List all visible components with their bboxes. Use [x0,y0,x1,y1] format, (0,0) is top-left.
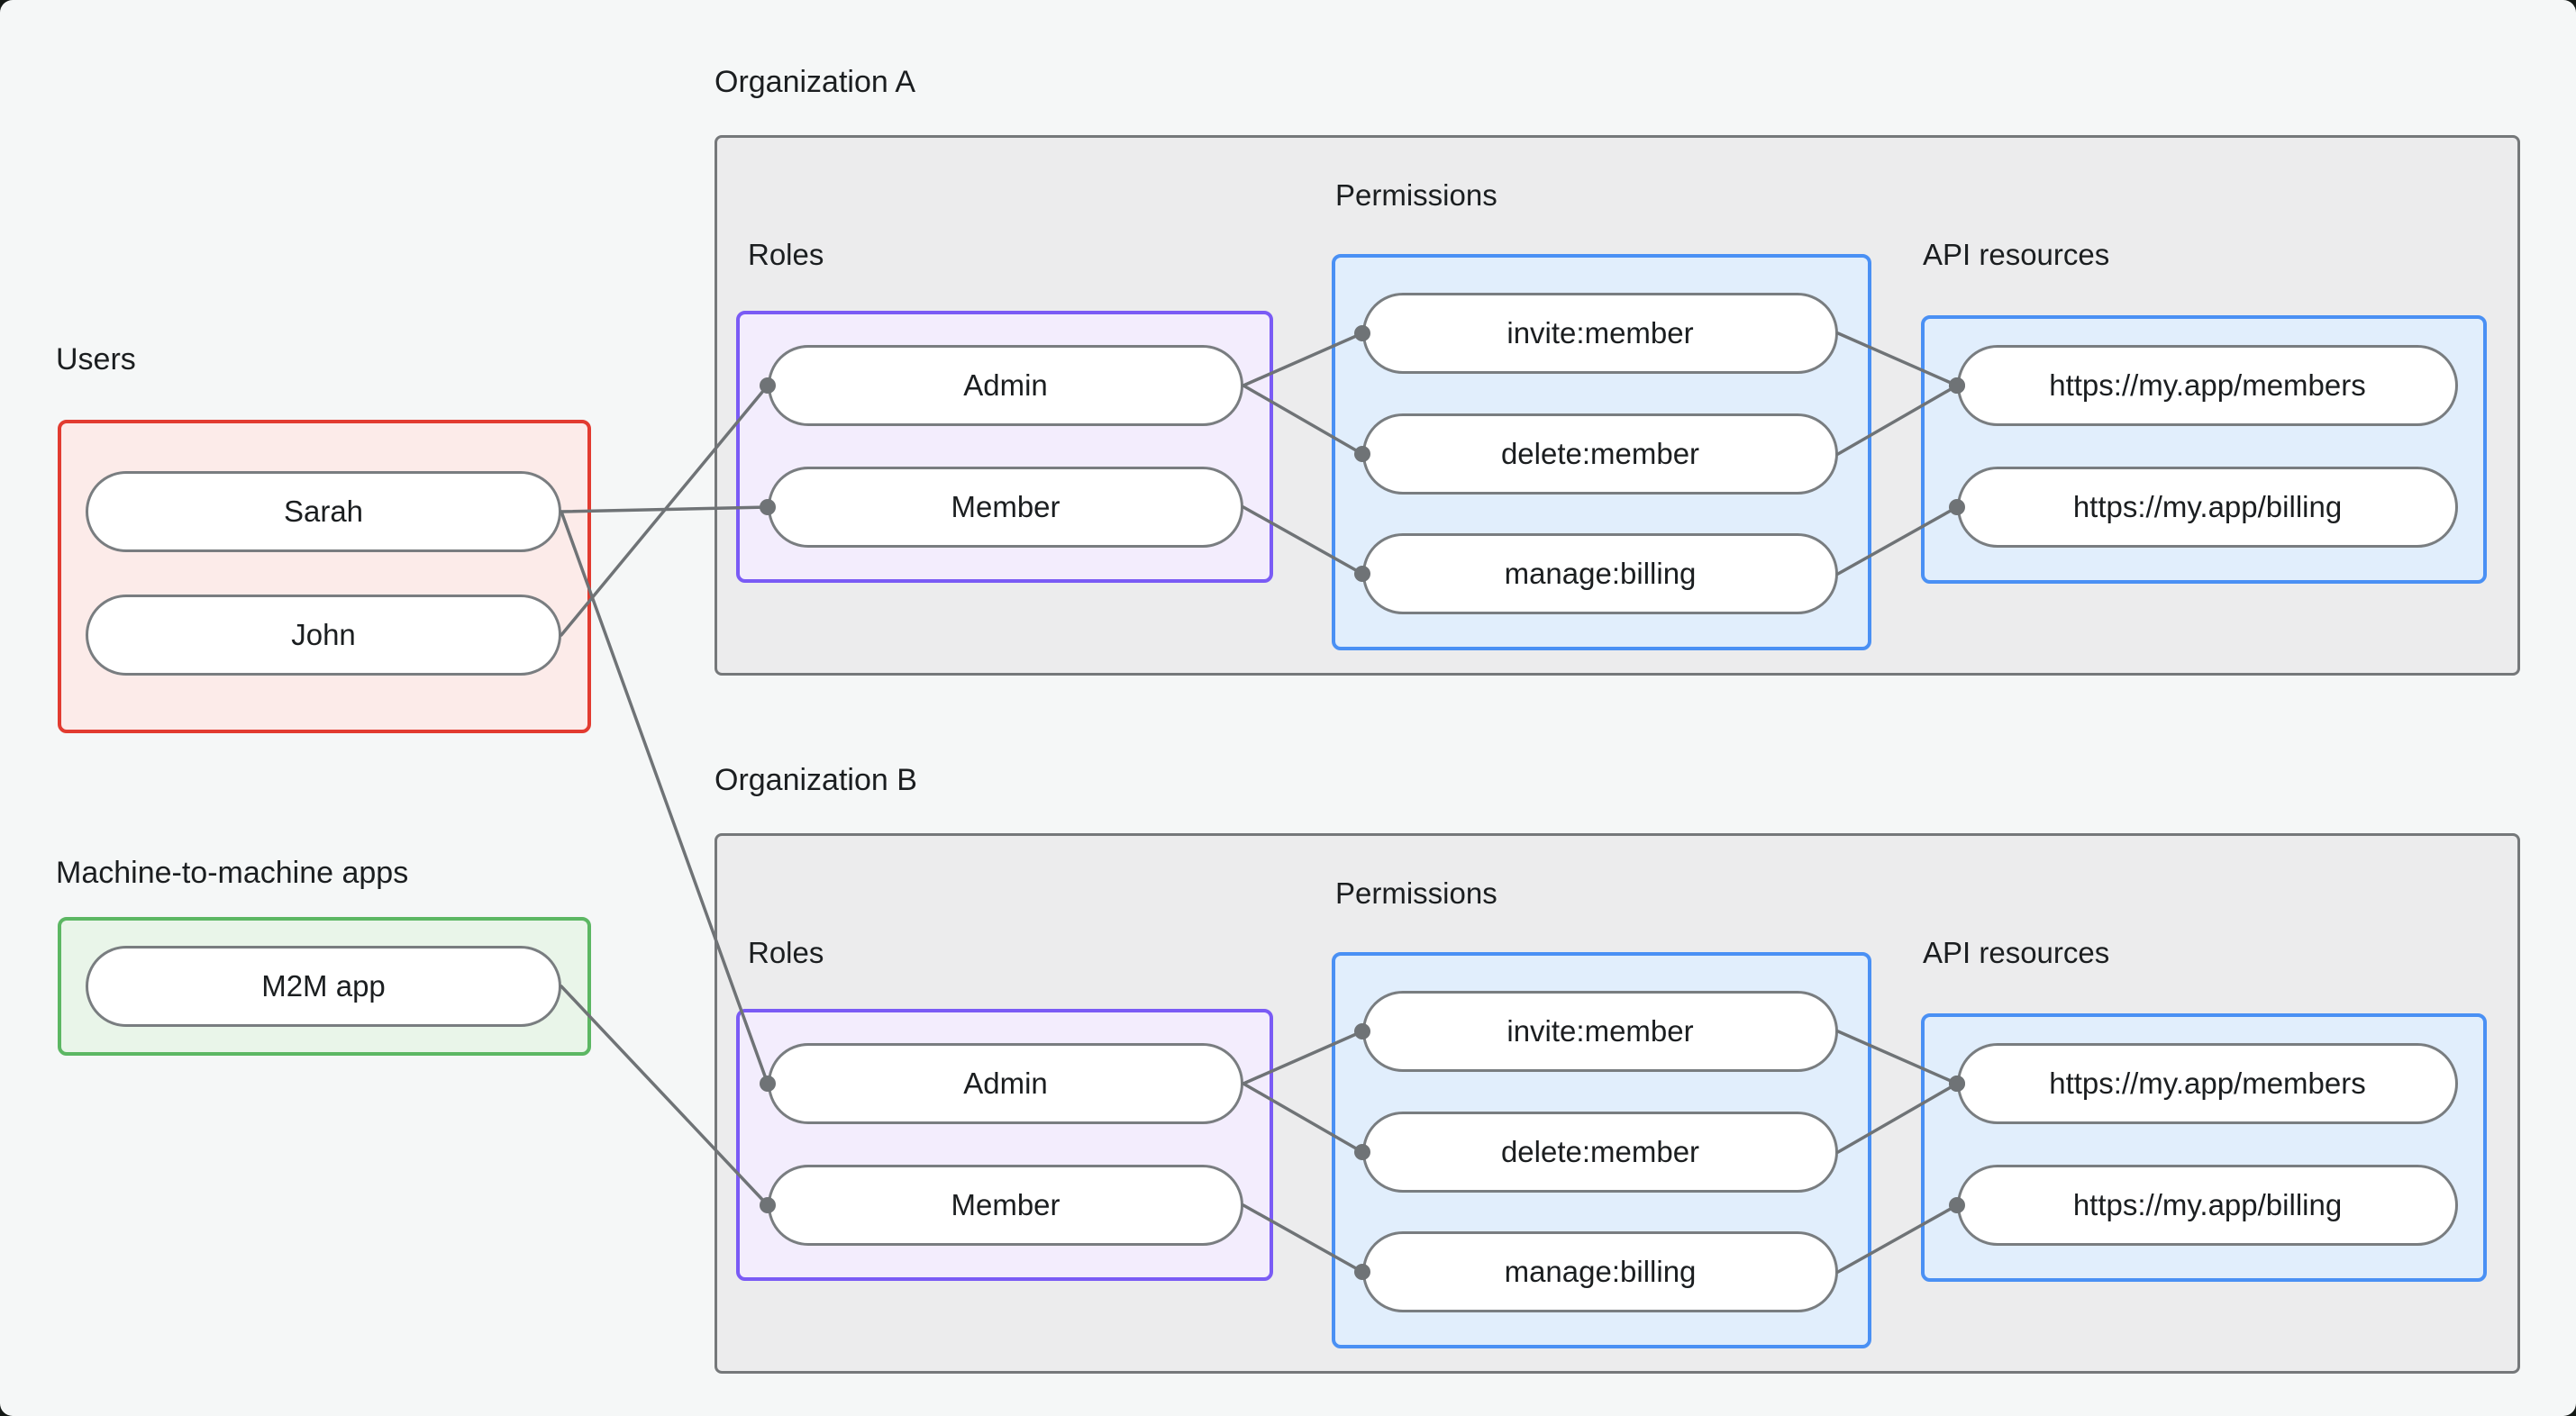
org-b-roles-label: Roles [748,936,824,969]
m2m-group-label: Machine-to-machine apps [56,856,409,890]
org-b-permissions-box: invite:member delete:member manage:billi… [1332,952,1871,1348]
org-b-role-member: Member [768,1165,1243,1246]
org-a-box: Roles Admin Member Permissions invite:me… [715,135,2520,676]
m2m-group-box: M2M app [58,917,591,1056]
org-a-api-resources-box: https://my.app/members https://my.app/bi… [1921,315,2487,584]
org-a-role-admin: Admin [768,345,1243,426]
org-a-label: Organization A [715,65,916,99]
org-a-role-member: Member [768,467,1243,548]
org-b-permission-manage-billing: manage:billing [1362,1231,1838,1312]
org-a-permission-manage-billing: manage:billing [1362,533,1838,614]
org-b-api-resources-box: https://my.app/members https://my.app/bi… [1921,1013,2487,1282]
org-b-box: Roles Admin Member Permissions invite:me… [715,833,2520,1374]
org-a-permissions-box: invite:member delete:member manage:billi… [1332,254,1871,650]
m2m-node-app: M2M app [86,946,561,1027]
users-group-box: Sarah John [58,420,591,733]
org-a-permissions-label: Permissions [1335,178,1497,212]
org-a-permission-invite-member: invite:member [1362,293,1838,374]
org-b-api-resource-billing: https://my.app/billing [1957,1165,2458,1246]
org-b-role-admin: Admin [768,1043,1243,1124]
org-b-api-resources-label: API resources [1923,936,2110,969]
org-a-roles-box: Admin Member [736,311,1273,583]
org-a-api-resource-members: https://my.app/members [1957,345,2458,426]
org-a-api-resource-billing: https://my.app/billing [1957,467,2458,548]
org-a-api-resources-label: API resources [1923,238,2110,271]
org-b-label: Organization B [715,763,917,797]
org-b-permission-invite-member: invite:member [1362,991,1838,1072]
org-b-roles-box: Admin Member [736,1009,1273,1281]
users-group-label: Users [56,342,136,377]
org-b-permissions-label: Permissions [1335,876,1497,910]
org-a-roles-label: Roles [748,238,824,271]
org-a-permission-delete-member: delete:member [1362,413,1838,495]
user-node-john: John [86,595,561,676]
org-b-api-resource-members: https://my.app/members [1957,1043,2458,1124]
org-b-permission-delete-member: delete:member [1362,1112,1838,1193]
user-node-sarah: Sarah [86,471,561,552]
